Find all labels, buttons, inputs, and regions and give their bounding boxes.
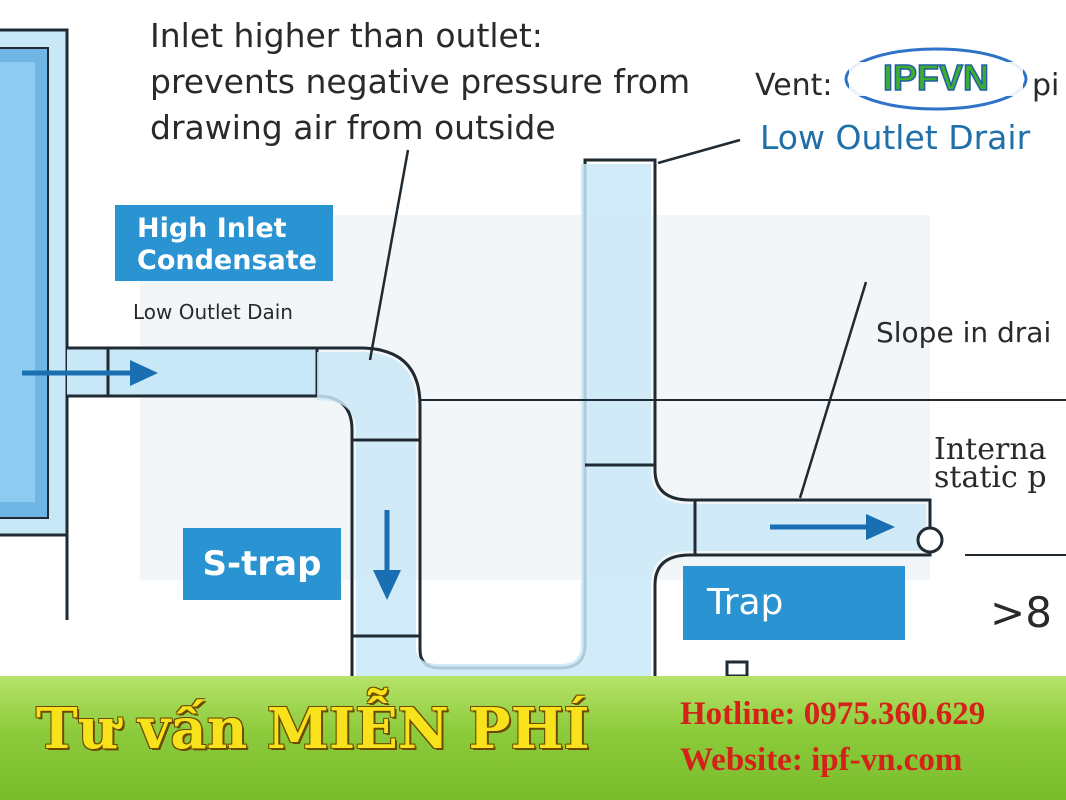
high-inlet-line1: High Inlet (137, 213, 287, 244)
ac-unit (0, 28, 69, 537)
internal-label-line1: Interna (934, 432, 1047, 467)
high-inlet-box: High Inlet Condensate (115, 205, 333, 281)
vent-label-suffix: pi (1032, 68, 1060, 103)
flow-arrow-down (373, 510, 401, 600)
drain-outlet-cap (916, 526, 944, 554)
slope-label: Slope in drai (876, 316, 1052, 349)
flow-arrow-drain (770, 514, 895, 540)
inlet-pointer-line (368, 149, 410, 361)
website-text[interactable]: Website: ipf-vn.com (680, 742, 963, 778)
high-inlet-line2: Condensate (137, 245, 317, 276)
trap-box: Trap (683, 566, 905, 640)
hotline-text: Hotline: 0975.360.629 (680, 696, 986, 732)
s-trap-box: S-trap (183, 528, 341, 600)
inlet-note-line2: prevents negative pressure from (150, 62, 691, 101)
internal-label-line2: static p (934, 460, 1047, 495)
s-trap-pipe (317, 164, 926, 676)
flow-arrow-right (22, 360, 158, 386)
inlet-note-line1: Inlet higher than outlet: (150, 16, 543, 55)
ipfvn-logo: IPFVN (844, 47, 1028, 111)
trap-stub (725, 660, 749, 678)
greater-than-label: >8 (990, 588, 1052, 637)
inlet-note-line3: drawing air from outside (150, 108, 556, 147)
vent-pointer-line (657, 138, 741, 165)
low-outlet-small-label: Low Outlet Dain (133, 300, 293, 324)
vent-label-line2: Low Outlet Drair (760, 118, 1031, 157)
slope-pointer-line (798, 281, 868, 499)
logo-text: IPFVN (883, 57, 989, 98)
slogan-text: Tư vấn MIỄN PHÍ (36, 696, 590, 762)
vent-label-prefix: Vent: (755, 68, 833, 103)
contact-banner: Tư vấn MIỄN PHÍ Hotline: 0975.360.629 We… (0, 676, 1066, 800)
